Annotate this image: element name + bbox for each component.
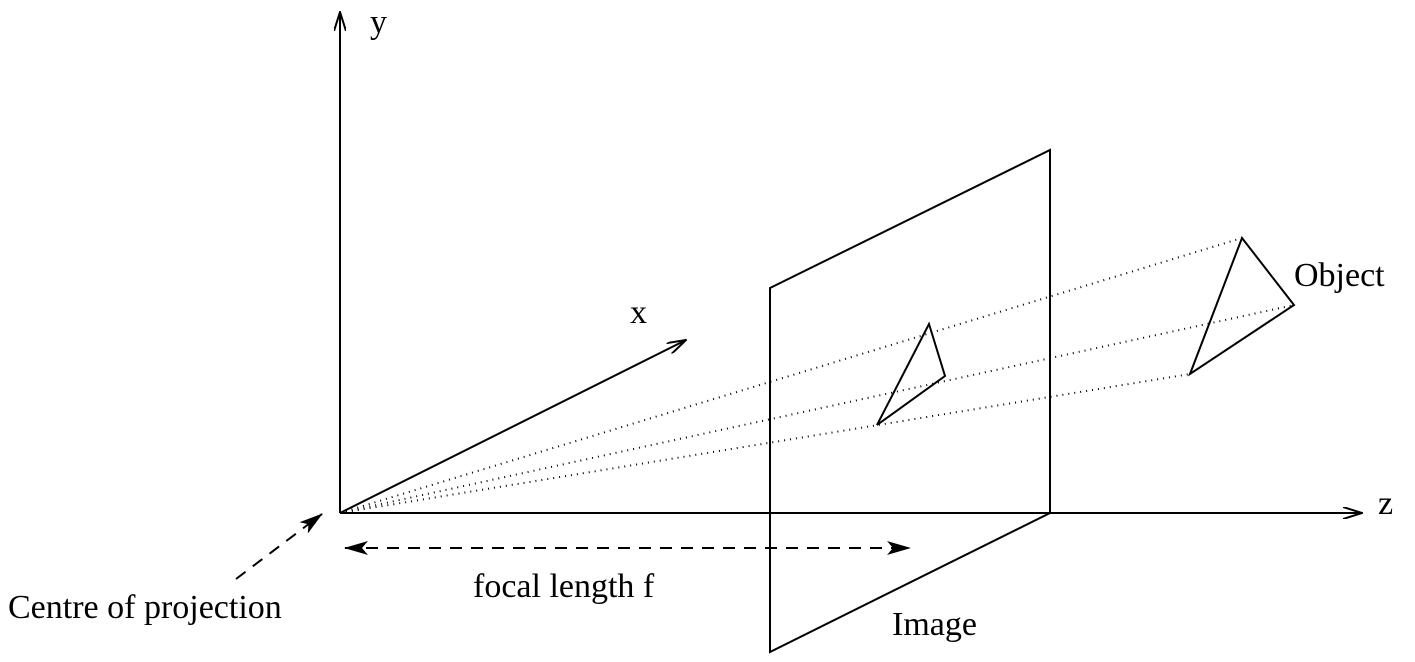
image-label: Image [892,606,977,643]
ray-bottom [339,373,1191,514]
focal-length-label: focal length f [473,568,655,605]
y-axis-label: y [370,4,387,41]
object-triangle [1187,235,1296,377]
projection-rays [339,237,1295,514]
ray-top [339,237,1243,514]
centre-pointer-arrow [235,513,323,580]
object-label: Object [1294,257,1385,294]
image-plane [769,148,1051,654]
z-axis-label: z [1378,485,1393,522]
x-axis-label: x [630,294,647,331]
centre-of-projection-label: Centre of projection [8,589,282,626]
ray-right [339,304,1295,514]
x-axis [339,340,686,514]
image-triangle [876,321,947,426]
